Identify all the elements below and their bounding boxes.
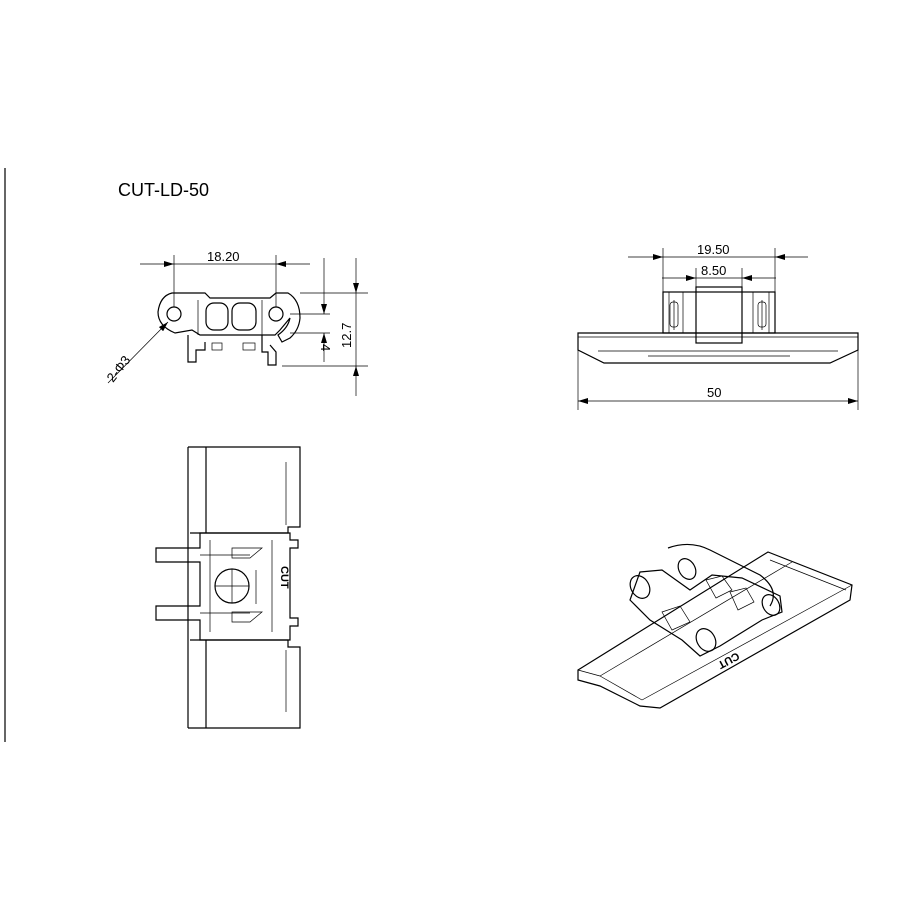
dim-plate-width-label: 50 bbox=[707, 385, 721, 400]
dim-height-label: 12.7 bbox=[339, 323, 354, 348]
dim-inner-width-label: 8.50 bbox=[701, 263, 726, 278]
pin-hole-left bbox=[166, 306, 182, 322]
iso-view: CUT bbox=[577, 543, 853, 709]
pin-hole-right bbox=[268, 306, 284, 322]
top-view: CUT bbox=[155, 446, 301, 729]
side-view: 18.20 2-Φ3 4 12.7 bbox=[104, 249, 368, 396]
front-view: 19.50 8.50 50 bbox=[577, 242, 859, 410]
dim-pitch-label: 18.20 bbox=[207, 249, 240, 264]
dim-outer-width-label: 19.50 bbox=[697, 242, 730, 257]
dim-hole-label: 2-Φ3 bbox=[104, 353, 134, 385]
drawing-title: CUT-LD-50 bbox=[118, 180, 209, 200]
dim-thickness-label: 4 bbox=[318, 344, 333, 351]
top-view-brand-mark: CUT bbox=[278, 566, 290, 589]
